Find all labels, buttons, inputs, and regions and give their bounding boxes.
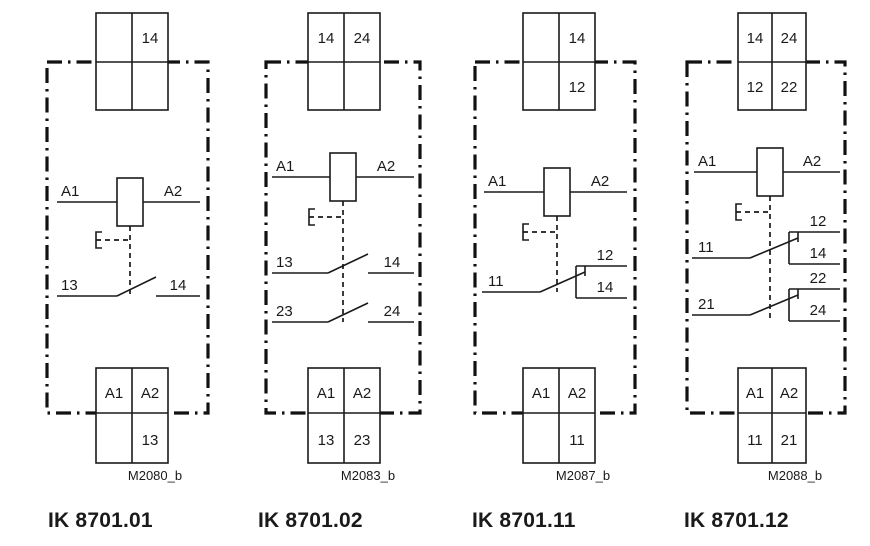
bottom-box-cell-top-left: A1 bbox=[105, 385, 123, 402]
contact-1-no-label: 14 bbox=[810, 245, 827, 262]
top-terminal-box: 14 24 bbox=[307, 12, 381, 111]
coil-terminal-a1-label: A1 bbox=[698, 153, 716, 170]
contact-1-nc-label: 12 bbox=[810, 213, 827, 230]
coil-terminal-a2-label: A2 bbox=[377, 158, 395, 175]
relay-panel-ik-8701-11: 14 12 A1 A2 bbox=[440, 0, 658, 546]
contact-no-13-14: 13 14 bbox=[272, 253, 414, 274]
contact-changeover-21-22-24: 21 22 24 bbox=[692, 270, 840, 322]
coil-terminal-a1-label: A1 bbox=[276, 158, 294, 175]
coil-terminal-a1-label: A1 bbox=[61, 183, 79, 200]
contact-2-nc-label: 22 bbox=[810, 270, 827, 287]
top-terminal-box: 14 24 12 22 bbox=[737, 12, 807, 111]
contact-1-common-label: 13 bbox=[276, 254, 293, 271]
contact-nc-label: 12 bbox=[597, 247, 614, 264]
coil-terminal-a2-label: A2 bbox=[803, 153, 821, 170]
contact-no-label: 14 bbox=[170, 277, 187, 294]
panel-title: IK 8701.12 bbox=[684, 509, 789, 532]
contact-2-no-label: 24 bbox=[810, 302, 827, 319]
panel-enclosure-border bbox=[473, 60, 637, 415]
top-box-cell-bottom-right: 22 bbox=[781, 79, 798, 96]
actuator-linkage bbox=[308, 201, 344, 322]
contact-changeover-11-12-14: 11 12 14 bbox=[692, 213, 840, 265]
bottom-box-cell-top-right: A2 bbox=[141, 385, 159, 402]
contact-1-no-label: 14 bbox=[384, 254, 401, 271]
panel-enclosure-border bbox=[45, 60, 210, 415]
bottom-terminal-box: A1 A2 11 bbox=[522, 367, 596, 464]
top-box-cell-top-right: 24 bbox=[781, 30, 798, 47]
bottom-box-cell-top-left: A1 bbox=[532, 385, 550, 402]
panel-enclosure-border bbox=[685, 60, 847, 415]
top-box-cell-top-right: 14 bbox=[142, 30, 159, 47]
top-box-cell-top-left: 14 bbox=[747, 30, 764, 47]
contact-common-label: 11 bbox=[488, 273, 504, 290]
bottom-box-cell-top-right: A2 bbox=[780, 385, 798, 402]
contact-2-common-label: 21 bbox=[698, 296, 715, 313]
contact-2-common-label: 23 bbox=[276, 303, 293, 320]
contact-no-23-24: 23 24 bbox=[272, 302, 414, 323]
contact-no-13-14: 13 14 bbox=[57, 276, 200, 297]
panel-drawing-code: M2087_b bbox=[556, 468, 610, 483]
top-box-cell-top-right: 14 bbox=[569, 30, 586, 47]
bottom-box-cell-bottom-left: 11 bbox=[747, 432, 763, 449]
panel-title: IK 8701.11 bbox=[472, 509, 576, 532]
contact-1-common-label: 11 bbox=[698, 239, 714, 256]
relay-panel-ik-8701-02: 14 24 A1 A2 13 14 bbox=[228, 0, 446, 546]
actuator-linkage bbox=[522, 216, 558, 292]
relay-panel-ik-8701-12: 14 24 12 22 A1 A2 bbox=[652, 0, 870, 546]
coil-terminal-a2-label: A2 bbox=[591, 173, 609, 190]
bottom-terminal-box: A1 A2 13 bbox=[95, 367, 169, 464]
bottom-box-cell-top-right: A2 bbox=[353, 385, 371, 402]
relay-coil-group: A1 A2 bbox=[57, 177, 200, 227]
contact-2-no-label: 24 bbox=[384, 303, 401, 320]
top-box-cell-top-right: 24 bbox=[354, 30, 371, 47]
panel-drawing-code: M2080_b bbox=[128, 468, 182, 483]
bottom-box-cell-top-left: A1 bbox=[746, 385, 764, 402]
bottom-box-cell-top-right: A2 bbox=[568, 385, 586, 402]
bottom-box-cell-top-left: A1 bbox=[317, 385, 335, 402]
actuator-linkage bbox=[95, 226, 131, 296]
bottom-terminal-box: A1 A2 13 23 bbox=[307, 367, 381, 464]
top-box-cell-top-left: 14 bbox=[318, 30, 335, 47]
panel-title: IK 8701.01 bbox=[48, 509, 153, 532]
relay-coil-group: A1 A2 bbox=[694, 147, 840, 197]
contact-common-label: 13 bbox=[61, 277, 78, 294]
bottom-box-cell-bottom-right: 21 bbox=[781, 432, 798, 449]
panel-title: IK 8701.02 bbox=[258, 509, 363, 532]
top-box-cell-bottom-left: 12 bbox=[747, 79, 764, 96]
contact-changeover-11-12-14: 11 12 14 bbox=[482, 247, 627, 299]
relay-coil-group: A1 A2 bbox=[272, 152, 414, 202]
relay-coil-group: A1 A2 bbox=[484, 167, 627, 217]
panel-drawing-code: M2083_b bbox=[341, 468, 395, 483]
coil-terminal-a1-label: A1 bbox=[488, 173, 506, 190]
bottom-box-cell-bottom-left: 13 bbox=[318, 432, 335, 449]
bottom-box-cell-bottom-right: 23 bbox=[354, 432, 371, 449]
bottom-box-cell-bottom-right: 11 bbox=[569, 432, 585, 449]
panel-drawing-code: M2088_b bbox=[768, 468, 822, 483]
top-terminal-box: 14 bbox=[95, 12, 169, 111]
bottom-terminal-box: A1 A2 11 21 bbox=[737, 367, 807, 464]
top-terminal-box: 14 12 bbox=[522, 12, 596, 111]
bottom-box-cell-bottom-right: 13 bbox=[142, 432, 159, 449]
contact-no-label: 14 bbox=[597, 279, 614, 296]
coil-terminal-a2-label: A2 bbox=[164, 183, 182, 200]
relay-panel-ik-8701-01: 14 A1 A2 13 14 bbox=[10, 0, 228, 546]
top-box-cell-bottom-right: 12 bbox=[569, 79, 586, 96]
actuator-linkage bbox=[735, 196, 771, 322]
